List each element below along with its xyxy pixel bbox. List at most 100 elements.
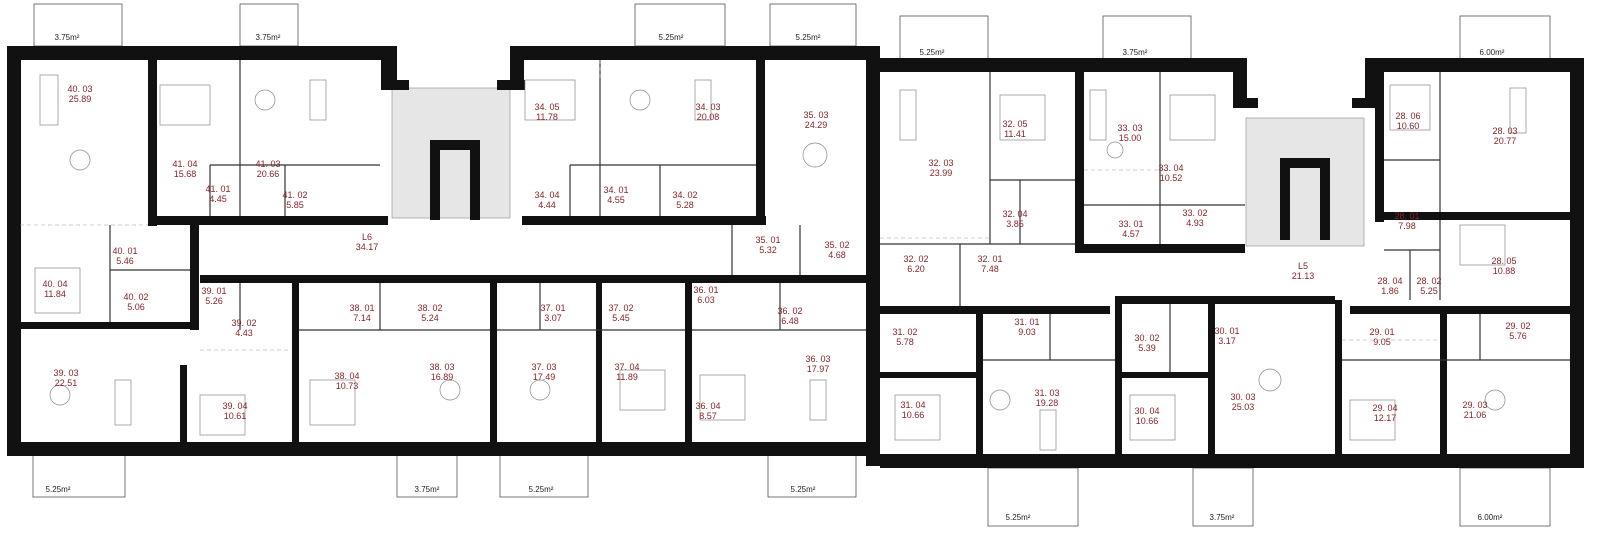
balcony-area-label: 3.75m² (256, 33, 281, 42)
room-number: 31. 01 (1014, 317, 1039, 327)
room-number: 37. 04 (614, 362, 639, 372)
room-area: 15.00 (1119, 133, 1142, 143)
wall (880, 372, 976, 378)
room-label: 32. 017.48 (977, 254, 1002, 274)
room-label: 34. 044.44 (534, 190, 559, 210)
balcony-area-label: 5.25m² (46, 485, 71, 494)
room-label: 29. 025.76 (1505, 321, 1530, 341)
room-label: 32. 026.20 (903, 254, 928, 274)
wall (1375, 212, 1570, 220)
room-area: 7.48 (981, 264, 999, 274)
room-number: 33. 04 (1158, 163, 1183, 173)
room-area: 20.08 (697, 112, 720, 122)
wall (430, 140, 480, 150)
wall (866, 46, 880, 466)
stairwell-right (1245, 117, 1365, 247)
room-label: 33. 024.93 (1182, 208, 1207, 228)
room-label: 30. 013.17 (1214, 326, 1239, 346)
room-label: 37. 025.45 (608, 303, 633, 323)
room-area: 5.28 (676, 200, 694, 210)
room-area: 1.86 (1381, 286, 1399, 296)
room-label: 36. 026.48 (777, 306, 802, 326)
room-number: 40. 03 (67, 84, 92, 94)
room-label: 28. 017.98 (1394, 211, 1419, 231)
room-number: L6 (362, 232, 372, 242)
room-area: 15.68 (174, 169, 197, 179)
room-number: 38. 02 (417, 303, 442, 313)
balcony-area-label: 5.25m² (1006, 513, 1031, 522)
room-number: 30. 02 (1134, 333, 1159, 343)
balcony-area-label: 3.75m² (1210, 513, 1235, 522)
room-number: 40. 02 (123, 292, 148, 302)
balcony-area-label: 5.25m² (529, 485, 554, 494)
wall (1233, 58, 1247, 106)
room-area: 20.77 (1494, 136, 1517, 146)
balcony-outline (987, 467, 1079, 527)
room-label: 29. 019.05 (1369, 327, 1394, 347)
room-label: 33. 014.57 (1118, 219, 1143, 239)
room-number: 36. 04 (695, 401, 720, 411)
room-number: 38. 01 (349, 303, 374, 313)
balcony-area-label: 3.75m² (415, 485, 440, 494)
room-label: 35. 024.68 (824, 240, 849, 260)
wall (1335, 300, 1342, 456)
room-area: 5.85 (286, 200, 304, 210)
room-number: 34. 04 (534, 190, 559, 200)
room-number: 32. 02 (903, 254, 928, 264)
room-number: 33. 01 (1118, 219, 1143, 229)
room-area: 11.89 (616, 372, 638, 382)
room-area: 5.45 (612, 313, 630, 323)
wall (20, 322, 195, 329)
room-number: 29. 02 (1505, 321, 1530, 331)
room-area: 5.46 (116, 256, 134, 266)
room-area: 9.05 (1373, 337, 1391, 347)
room-area: 9.03 (1018, 327, 1036, 337)
wall (381, 46, 397, 88)
room-number: 36. 01 (693, 285, 718, 295)
room-area: 6.03 (697, 295, 715, 305)
room-number: 34. 05 (534, 102, 559, 112)
room-label: 40. 015.46 (112, 246, 137, 266)
room-label: 30. 025.39 (1134, 333, 1159, 353)
room-area: 4.57 (1122, 229, 1140, 239)
room-number: 41. 02 (282, 190, 307, 200)
room-number: 37. 03 (531, 362, 556, 372)
room-label: 41. 025.85 (282, 190, 307, 210)
balcony-area-label: 6.00m² (1478, 513, 1503, 522)
wall (1350, 306, 1570, 314)
room-area: 7.98 (1398, 221, 1416, 231)
room-area: 25.89 (69, 94, 92, 104)
room-label: 36. 048.57 (695, 401, 720, 421)
wall (200, 275, 880, 283)
room-label: 38. 017.14 (349, 303, 374, 323)
room-area: 19.28 (1036, 398, 1059, 408)
room-area: 20.66 (257, 169, 280, 179)
wall (190, 225, 199, 330)
dashed-lines (20, 60, 1440, 351)
wall (756, 46, 765, 224)
wall (7, 46, 21, 454)
room-number: 35. 01 (755, 235, 780, 245)
room-number: 29. 01 (1369, 327, 1394, 337)
room-number: 32. 01 (977, 254, 1002, 264)
wall (381, 80, 409, 90)
room-area: 4.45 (209, 194, 227, 204)
room-number: 32. 03 (928, 158, 953, 168)
room-number: 33. 02 (1182, 208, 1207, 218)
room-number: 40. 01 (112, 246, 137, 256)
room-area: 11.41 (1004, 129, 1026, 139)
